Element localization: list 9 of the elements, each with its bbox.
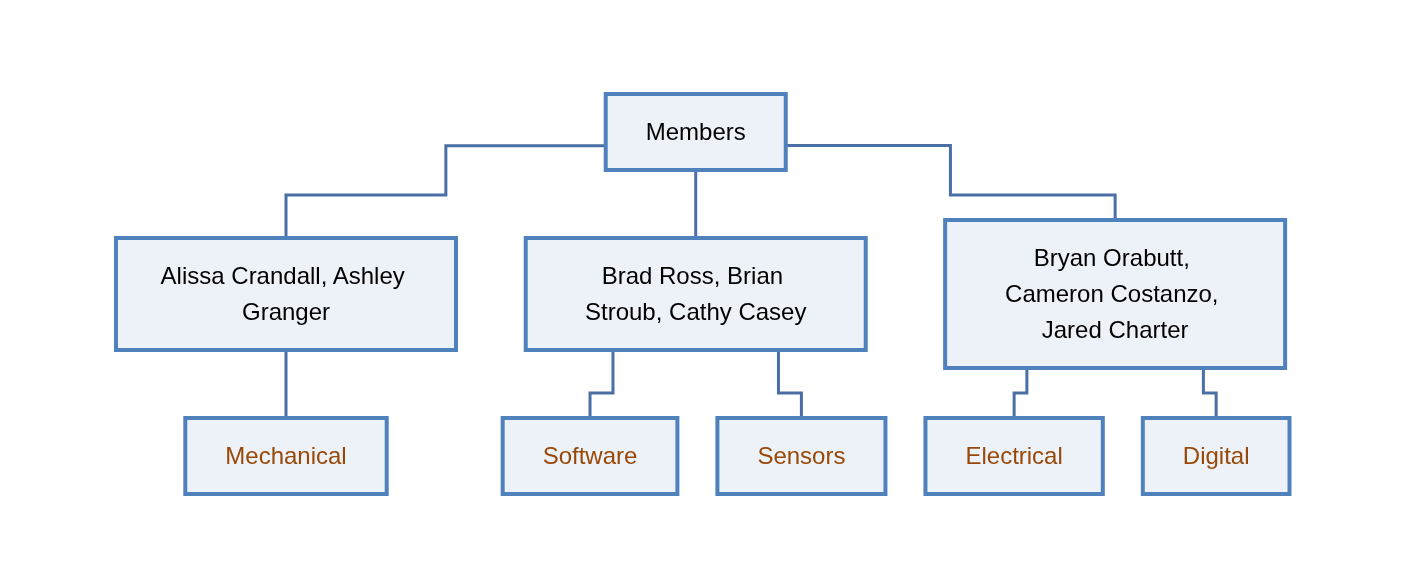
node-box: Electrical — [923, 416, 1106, 496]
node-box: Software — [500, 416, 680, 496]
node-box: Digital — [1141, 416, 1292, 496]
node-box: Sensors — [715, 416, 888, 496]
node-box: Brad Ross, Brian Stroub, Cathy Casey — [523, 236, 868, 352]
node-box: Mechanical — [183, 416, 389, 496]
node-box: Members — [603, 92, 788, 172]
node-box: Alissa Crandall, Ashley Granger — [114, 236, 459, 352]
node-box: Bryan Orabutt, Cameron Costanzo, Jared Charter — [943, 218, 1288, 370]
